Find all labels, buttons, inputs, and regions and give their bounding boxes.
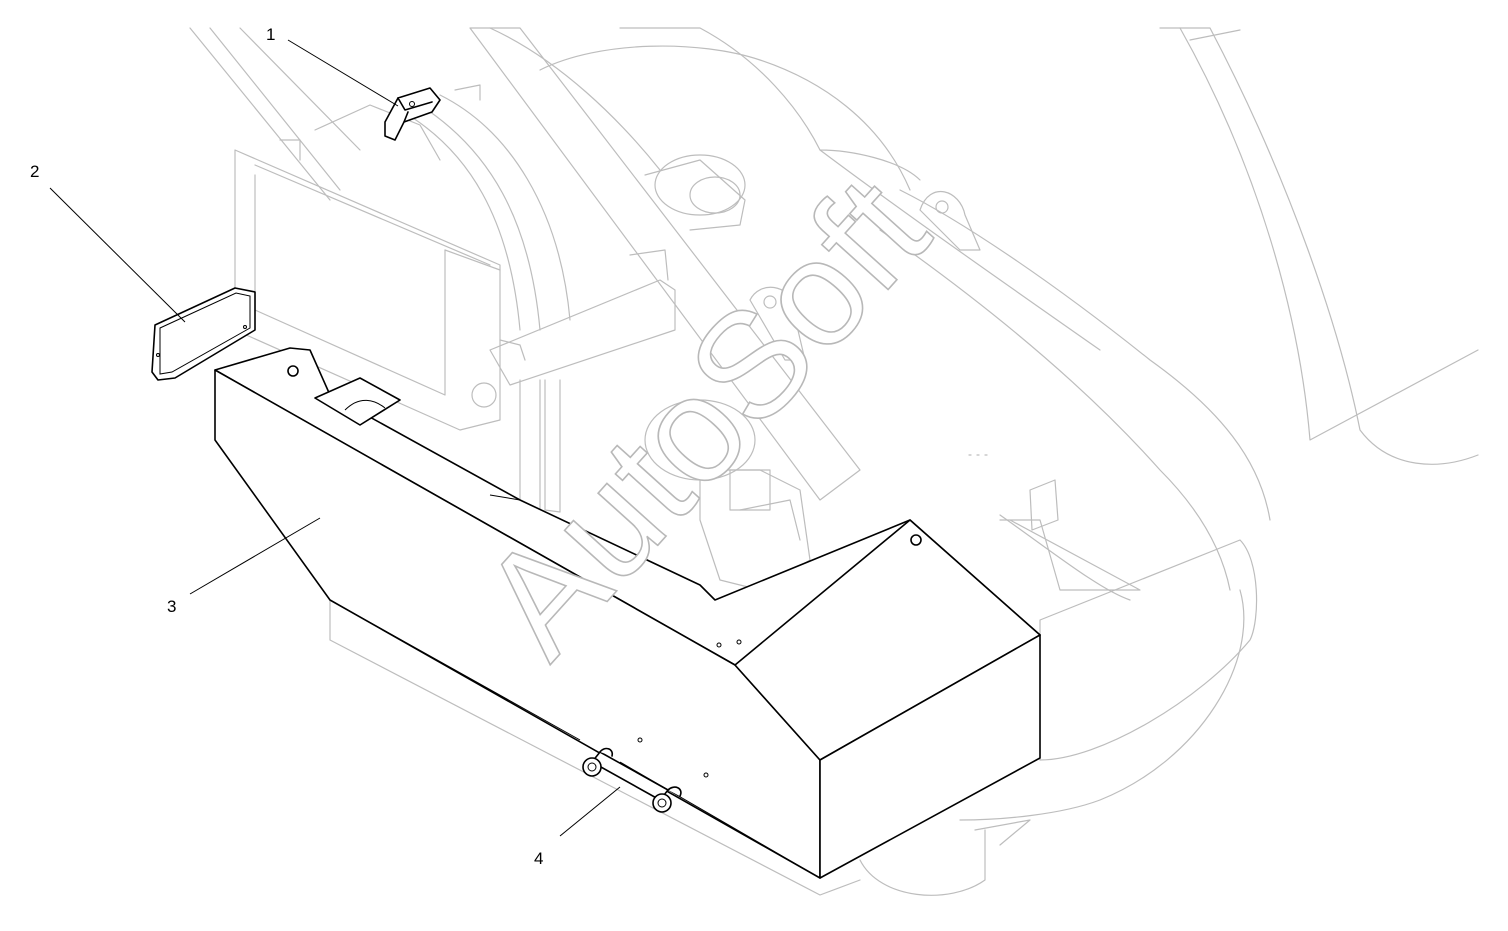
callout-number-3: 3 bbox=[167, 597, 176, 616]
callout-number-1: 1 bbox=[266, 25, 275, 44]
part-4-handle bbox=[582, 747, 682, 813]
callout-number-2: 2 bbox=[30, 162, 39, 181]
leader-line-2 bbox=[49, 187, 186, 323]
part-1-clamp bbox=[384, 87, 441, 141]
callout-4: 4 bbox=[534, 786, 621, 868]
part-2-plate bbox=[151, 287, 256, 381]
leader-line-1 bbox=[287, 39, 399, 107]
callout-number-4: 4 bbox=[534, 849, 543, 868]
leader-line-3 bbox=[189, 517, 321, 595]
part-3-cover bbox=[214, 347, 1041, 879]
callout-3: 3 bbox=[167, 517, 321, 616]
callout-1: 1 bbox=[266, 25, 399, 107]
leader-line-4 bbox=[559, 786, 621, 837]
callout-2: 2 bbox=[30, 162, 186, 323]
background-assembly bbox=[189, 27, 1479, 896]
